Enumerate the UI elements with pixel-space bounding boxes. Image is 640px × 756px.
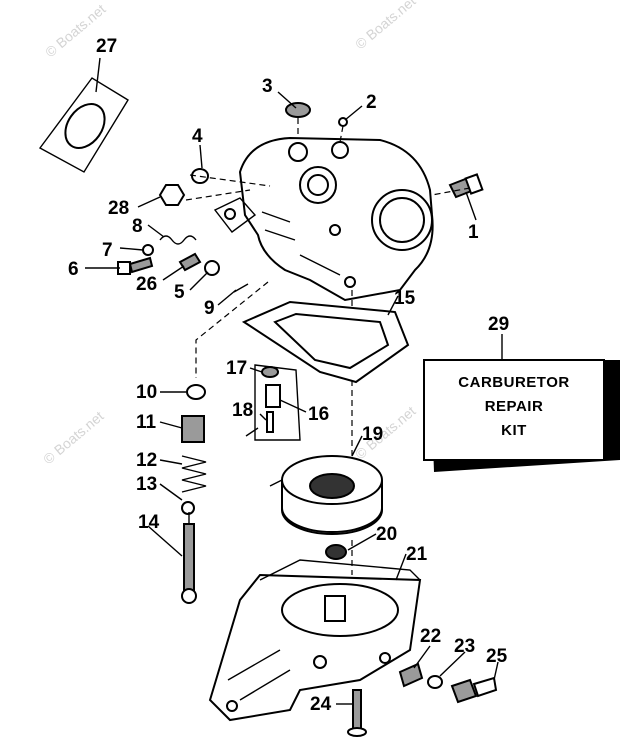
plug-part-3 bbox=[285, 102, 311, 118]
callout-28: 28 bbox=[108, 198, 129, 219]
screw-part-22 bbox=[398, 662, 424, 688]
callout-19: 19 bbox=[362, 424, 383, 445]
needle-part-14 bbox=[181, 512, 197, 604]
callout-18: 18 bbox=[232, 400, 253, 421]
callout-24: 24 bbox=[310, 694, 332, 715]
callout-16: 16 bbox=[308, 404, 329, 425]
alignment-line-left bbox=[195, 281, 269, 378]
callout-29: 29 bbox=[488, 314, 509, 335]
float-part-19 bbox=[269, 455, 383, 535]
callout-26: 26 bbox=[136, 274, 157, 295]
screw-part-6 bbox=[117, 256, 154, 275]
callout-1: 1 bbox=[468, 222, 479, 243]
callout-20: 20 bbox=[376, 524, 397, 545]
spring-part-8 bbox=[159, 235, 197, 245]
callout-25: 25 bbox=[486, 646, 508, 667]
washer-part-13 bbox=[181, 501, 195, 515]
repair-kit-box: CARBURETOR REPAIR KIT bbox=[423, 359, 620, 472]
washer-part-20 bbox=[325, 544, 347, 560]
nut-part-28 bbox=[158, 184, 186, 206]
kit-label-line3: KIT bbox=[501, 422, 527, 439]
callout-23: 23 bbox=[454, 636, 475, 657]
washer-part-7 bbox=[142, 244, 154, 256]
callout-6: 6 bbox=[68, 259, 79, 280]
fitting-part-25 bbox=[450, 676, 498, 704]
callout-22: 22 bbox=[420, 626, 441, 647]
callout-11: 11 bbox=[136, 412, 157, 433]
callout-2: 2 bbox=[366, 92, 377, 113]
callout-7: 7 bbox=[102, 240, 113, 261]
callout-8: 8 bbox=[132, 216, 143, 237]
callout-15: 15 bbox=[394, 288, 416, 309]
callout-12: 12 bbox=[136, 450, 157, 471]
needle-seat-part-16 bbox=[245, 364, 301, 441]
callout-9: 9 bbox=[204, 298, 215, 319]
callout-27: 27 bbox=[96, 36, 117, 57]
nut-part-11 bbox=[181, 415, 205, 443]
alignment-line-upper bbox=[185, 118, 471, 201]
leader-lines bbox=[85, 57, 503, 705]
carburetor-body bbox=[213, 136, 434, 302]
float-bowl-part-21 bbox=[208, 559, 422, 722]
washer-part-5 bbox=[204, 260, 220, 276]
kit-label-line2: REPAIR bbox=[485, 398, 544, 415]
callout-13: 13 bbox=[136, 474, 157, 495]
washer-part-10 bbox=[186, 384, 206, 400]
callout-numbers: 27 3 2 4 1 28 8 7 6 26 5 9 15 29 17 16 1… bbox=[68, 36, 509, 715]
spring-part-12 bbox=[181, 455, 207, 493]
callout-21: 21 bbox=[406, 544, 428, 565]
kit-label-line1: CARBURETOR bbox=[458, 374, 569, 391]
pin-part-9 bbox=[233, 283, 249, 293]
callout-14: 14 bbox=[138, 512, 160, 533]
callout-4: 4 bbox=[192, 126, 203, 147]
gasket-part-15 bbox=[241, 300, 410, 384]
callout-10: 10 bbox=[136, 382, 157, 403]
screw-part-24 bbox=[347, 689, 367, 737]
washer-part-23 bbox=[427, 675, 443, 689]
gasket-part-27 bbox=[38, 77, 129, 173]
callout-17: 17 bbox=[226, 358, 247, 379]
callout-3: 3 bbox=[262, 76, 273, 97]
callout-5: 5 bbox=[174, 282, 185, 303]
screw-part-1 bbox=[448, 173, 484, 199]
fitting-part-26 bbox=[178, 252, 202, 272]
